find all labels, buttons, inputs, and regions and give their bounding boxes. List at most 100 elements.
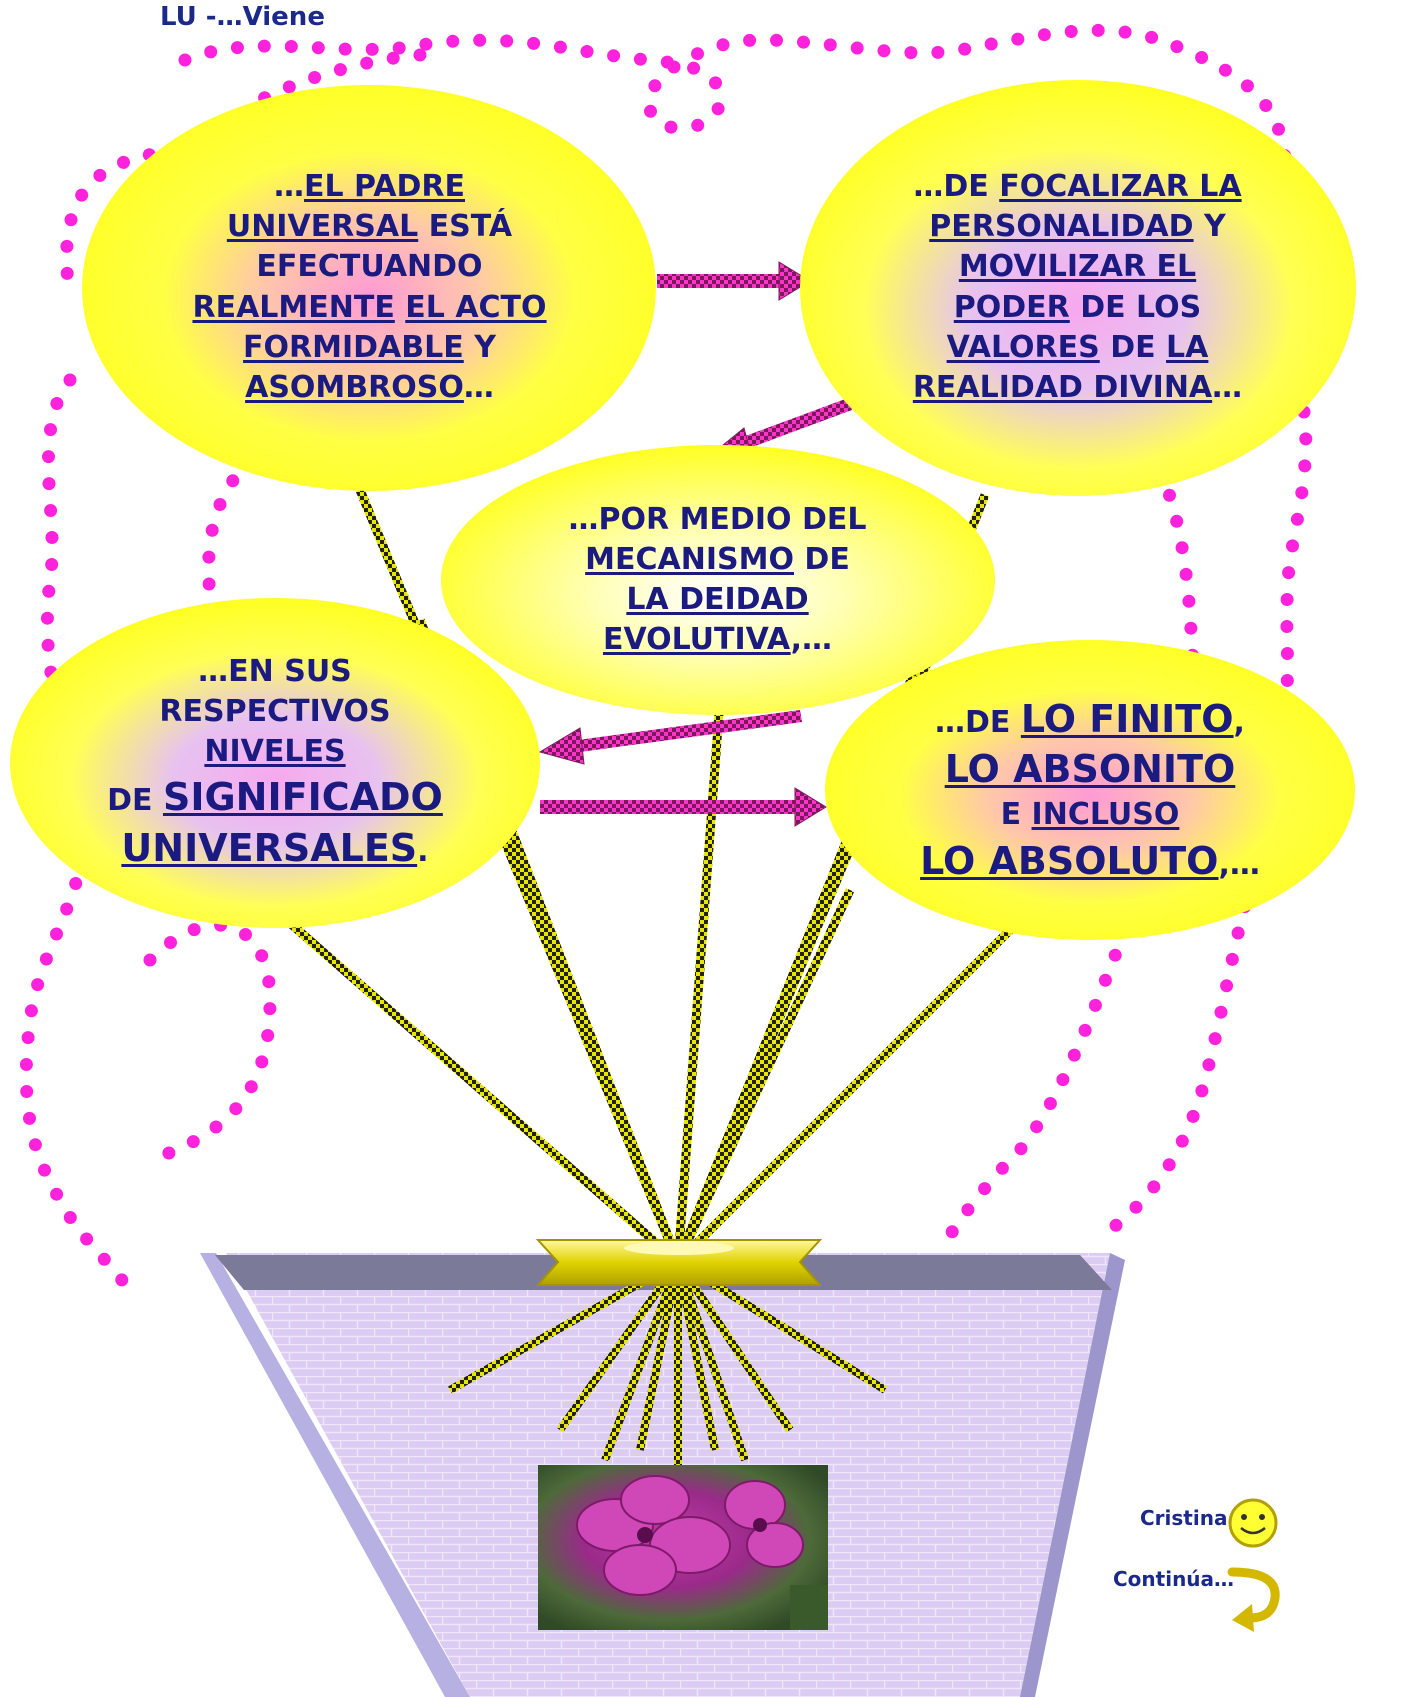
dot (45, 531, 59, 544)
underlined-term: INCLUSO (1031, 797, 1180, 833)
dot (1056, 1073, 1070, 1087)
dot (1179, 567, 1193, 581)
dot (117, 155, 130, 169)
underlined-term: LA DEIDAD (626, 582, 809, 617)
text-segment: DE (793, 541, 850, 577)
dot (360, 56, 374, 70)
dot (687, 61, 701, 75)
text-segment: . (417, 834, 429, 870)
dot (282, 80, 296, 94)
text-segment: DE (1099, 329, 1167, 365)
dot (1286, 539, 1299, 553)
text-segment: Y (1193, 209, 1226, 245)
dot (1282, 566, 1296, 580)
bubble-line: EVOLUTIVA,… (569, 620, 867, 660)
dot (1280, 593, 1294, 606)
dot (877, 44, 891, 58)
arrows (538, 261, 852, 827)
bubble-line: NIVELES (107, 732, 443, 772)
dot (1280, 620, 1294, 633)
dot (1170, 40, 1184, 54)
dot (1162, 1158, 1176, 1172)
text-segment: …EN SUS (198, 653, 352, 689)
dot (419, 37, 433, 51)
dot (1118, 25, 1132, 39)
page-title: LU -…Viene (160, 2, 325, 32)
dot (63, 1211, 77, 1224)
dot (1030, 1120, 1044, 1134)
dot (797, 35, 810, 49)
underlined-term: EVOLUTIVA (602, 622, 791, 658)
underlined-term: FOCALIZAR LA (999, 168, 1242, 204)
dot (213, 498, 227, 511)
dot (1043, 1097, 1057, 1110)
stem-line (601, 1260, 682, 1462)
dot (1170, 514, 1184, 528)
continue-link[interactable]: Continúa… (1113, 1567, 1235, 1591)
underlined-term: LO FINITO (1020, 696, 1234, 741)
dot (978, 1182, 992, 1196)
dot (308, 71, 322, 84)
dot (143, 953, 157, 967)
dot (1202, 1058, 1216, 1072)
bubble-line: PODER DE LOS (913, 288, 1242, 328)
dot (255, 1055, 269, 1069)
underlined-term: NIVELES (204, 734, 346, 770)
bubble-shape-5 (825, 640, 1355, 940)
stem-line (556, 1259, 682, 1433)
dot (1298, 459, 1312, 473)
dot (1272, 122, 1285, 136)
dot (1145, 30, 1159, 44)
dot (42, 450, 55, 464)
dot (162, 1146, 176, 1160)
dot (365, 42, 379, 56)
dot (1175, 1134, 1189, 1148)
dot (1088, 998, 1102, 1012)
dot (333, 63, 347, 77)
dot (1280, 674, 1294, 687)
underlined-term: EL ACTO (405, 289, 547, 325)
bubble-line: …EN SUS (107, 652, 443, 692)
text-segment: E (1000, 797, 1032, 833)
bubble-shape-3 (441, 445, 995, 715)
bubble-shape-4 (10, 598, 540, 928)
bubble-line: LA DEIDAD (569, 580, 867, 620)
dot (44, 423, 57, 437)
bubble-line: DE SIGNIFICADO (107, 772, 443, 823)
dot (1182, 594, 1196, 608)
dot (904, 46, 918, 60)
text-segment: ,… (1218, 846, 1260, 882)
text-segment: ,… (790, 622, 833, 658)
dot (230, 41, 244, 55)
dot (338, 42, 352, 56)
dot (202, 577, 216, 591)
dot (50, 397, 64, 410)
dot (945, 1225, 959, 1239)
underlined-term: SIGNIFICADO (162, 775, 443, 820)
dot (850, 41, 864, 55)
dot (44, 504, 58, 517)
dot (473, 33, 487, 47)
dot (1231, 926, 1245, 940)
dot (187, 923, 201, 937)
dot (93, 168, 107, 182)
text-segment: … (1212, 369, 1243, 405)
dot (633, 52, 647, 66)
text-segment: …DE (935, 704, 1021, 740)
dot (716, 38, 730, 52)
stem-line (674, 1260, 749, 1462)
dot (60, 266, 74, 280)
bubble-line: PERSONALIDAD Y (913, 207, 1242, 247)
dot (60, 239, 74, 253)
dot (1218, 63, 1232, 77)
dot (1195, 51, 1209, 64)
dot (664, 120, 678, 134)
dot (97, 1252, 111, 1266)
text-segment: DE LOS (1069, 289, 1202, 325)
turn-arrow-icon[interactable] (1227, 1567, 1280, 1632)
dot (311, 41, 325, 55)
